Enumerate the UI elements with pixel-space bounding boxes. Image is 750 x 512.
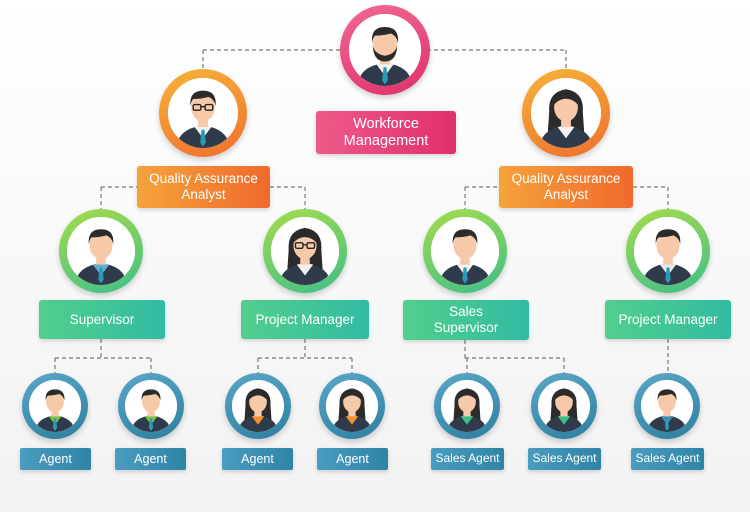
node-label: Agent [317,448,388,470]
woman-icon [531,78,601,148]
node-label: Supervisor [39,300,165,339]
node-label: Agent [20,448,91,470]
node-label: Sales Agent [528,448,601,470]
node-label: Quality Assurance Analyst [137,166,270,208]
node-label: Project Manager [241,300,369,339]
man-icon [431,217,499,285]
man-icon [634,217,702,285]
node-label: Sales Agent [631,448,704,470]
man-with-glasses-icon [168,78,238,148]
node-label: Quality Assurance Analyst [499,166,633,208]
woman-icon [232,380,284,432]
woman-icon [441,380,493,432]
man-icon [125,380,177,432]
man-icon [641,380,693,432]
node-label: Sales Agent [431,448,504,470]
node-label: Workforce Management [316,111,456,154]
woman-icon [538,380,590,432]
node-label: Agent [115,448,186,470]
bearded-man-icon [349,14,421,86]
woman-icon [326,380,378,432]
node-label: Project Manager [605,300,731,339]
man-icon [29,380,81,432]
woman-with-glasses-icon [271,217,339,285]
node-label: Sales Supervisor [403,300,529,340]
node-label: Agent [222,448,293,470]
man-icon [67,217,135,285]
